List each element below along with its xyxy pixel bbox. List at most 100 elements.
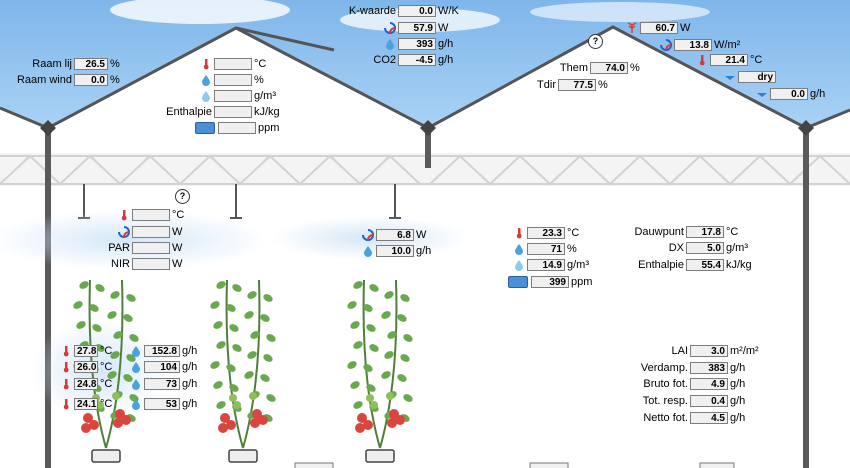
outside-rad-m2-unit: W/m² (714, 39, 741, 51)
crop-temp-readout: 26.0 °C (60, 360, 112, 374)
bruto-fot-readout: Bruto fot. 4.9 g/h (620, 377, 745, 391)
lai-value: 3.0 (690, 345, 728, 357)
verdamp-label: Verdamp. (640, 362, 688, 374)
roof-vapour-value: 393 (398, 38, 436, 50)
netto-fot-label: Netto fot. (643, 412, 688, 424)
droplet-icon (515, 244, 523, 255)
attic-rh-unit: % (254, 74, 264, 86)
screen-heat-unit: W (416, 229, 427, 241)
droplet-icon (132, 346, 140, 357)
column-left (45, 128, 51, 468)
lamp-temp-value (132, 209, 170, 221)
thermometer-icon (699, 55, 705, 66)
k-waarde-label: K-waarde (348, 5, 396, 17)
thermometer-icon (63, 362, 69, 373)
crop-temp-unit: °C (100, 361, 113, 373)
droplet-icon (132, 399, 140, 410)
gh-abs-hum-unit: g/m³ (567, 259, 589, 271)
thermometer-icon (121, 210, 127, 221)
plant-gutters (91, 449, 395, 463)
them-readout: Them 74.0 % (552, 61, 640, 75)
thermometer-icon (203, 59, 209, 70)
attic-enthalpie-readout: Enthalpie kJ/kg (160, 105, 280, 119)
crop-flow-value: 152.8 (144, 345, 180, 357)
screen-vap-readout: 10.0 g/h (362, 244, 431, 258)
lamp-nir-value (132, 258, 170, 270)
co2-icon[interactable] (195, 122, 215, 134)
attic-rh-readout: % (200, 73, 264, 87)
raam-lij-unit: % (110, 58, 120, 70)
lai-readout: LAI 3.0 m²/m² (620, 344, 759, 358)
raam-lij-label: Raam lij (32, 58, 72, 70)
outside-radiation-value: 60.7 (640, 22, 678, 34)
roof-co2-unit: g/h (438, 54, 454, 66)
outside-temp-readout: 21.4 °C (696, 53, 762, 67)
tot-resp-readout: Tot. resp. 0.4 g/h (620, 394, 745, 408)
outside-rain-value: 0.0 (770, 88, 808, 100)
attic-enthalpie-label: Enthalpie (166, 106, 212, 118)
droplet-icon (132, 379, 140, 390)
gh-enthalpie-unit: kJ/kg (726, 259, 752, 271)
co2-icon[interactable] (508, 276, 528, 288)
gh-temp-unit: °C (567, 227, 580, 239)
thermometer-icon (63, 379, 69, 390)
gh-co2-value: 399 (531, 276, 569, 288)
gh-enthalpie-label: Enthalpie (638, 259, 684, 271)
rain-icon (725, 76, 735, 80)
crop-flow-readout: 104 g/h (130, 360, 197, 374)
verdamp-value: 383 (690, 362, 728, 374)
gh-co2-readout: 399 ppm (508, 275, 592, 289)
crop-temp-unit: °C (100, 345, 113, 357)
crop-temp-value: 26.0 (74, 361, 98, 373)
them-value: 74.0 (590, 62, 628, 74)
them-unit: % (630, 62, 640, 74)
thermometer-icon (63, 399, 69, 410)
attic-temp-readout: °C (200, 57, 266, 71)
droplet-icon (132, 362, 140, 373)
droplet-icon (202, 75, 210, 86)
dauwpunt-readout: Dauwpunt 17.8 °C (628, 225, 738, 239)
attic-temp-value (214, 58, 252, 70)
crop-flow-readout: 53 g/h (130, 397, 197, 411)
tdir-value: 77.5 (558, 79, 596, 91)
lamp-par-readout: PAR W (100, 241, 182, 255)
help-icon[interactable]: ? (588, 34, 603, 49)
rain-icon (757, 93, 767, 97)
k-waarde-readout: K-waarde 0.0 W/K (340, 4, 459, 18)
help-icon[interactable]: ? (175, 189, 190, 204)
droplet-icon (515, 260, 523, 271)
truss (0, 154, 850, 186)
screen-vap-unit: g/h (416, 245, 432, 257)
roof-heat-readout: 57.9 W (384, 21, 448, 35)
roof-vent-window (235, 26, 335, 52)
crop-flow-readout: 73 g/h (130, 377, 197, 391)
gh-enthalpie-readout: Enthalpie 55.4 kJ/kg (628, 258, 752, 272)
roof-heat-value: 57.9 (398, 22, 436, 34)
dx-label: DX (668, 242, 684, 254)
raam-wind-unit: % (110, 74, 120, 86)
tomato-plant (210, 279, 276, 449)
crop-flow-unit: g/h (182, 378, 198, 390)
dx-unit: g/m³ (726, 242, 748, 254)
attic-enthalpie-unit: kJ/kg (254, 106, 280, 118)
crop-flow-unit: g/h (182, 398, 198, 410)
dauwpunt-unit: °C (726, 226, 739, 238)
roof-co2-label: CO2 (373, 54, 396, 66)
k-waarde-unit: W/K (438, 5, 459, 17)
lamp-temp-readout: °C (118, 208, 184, 222)
lai-unit: m²/m² (730, 345, 759, 357)
crop-temp-unit: °C (100, 378, 113, 390)
attic-co2-value (218, 122, 256, 134)
bruto-fot-label: Bruto fot. (643, 378, 688, 390)
screen-vap-value: 10.0 (376, 245, 414, 257)
dx-value: 5.0 (686, 242, 724, 254)
lai-label: LAI (671, 345, 688, 357)
crop-temp-value: 24.1 (74, 398, 98, 410)
gh-temp-readout: 23.3 °C (513, 226, 579, 240)
netto-fot-value: 4.5 (690, 412, 728, 424)
sun-icon (627, 22, 637, 33)
outside-weather-readout: dry (724, 70, 776, 84)
attic-co2-unit: ppm (258, 122, 280, 134)
attic-co2-readout: ppm (195, 121, 279, 135)
